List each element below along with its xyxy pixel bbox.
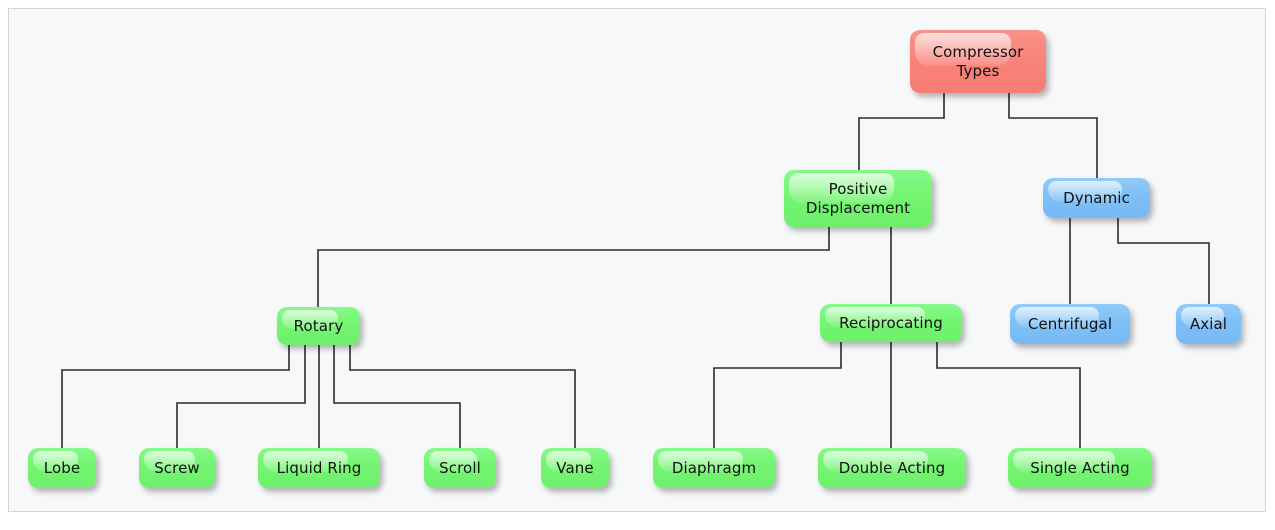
- edge-recip-to-singleact: [936, 342, 1081, 448]
- node-label-rotary: Rotary: [293, 316, 344, 335]
- node-label-screw: Screw: [154, 458, 200, 477]
- node-label-dynamic: Dynamic: [1063, 188, 1130, 207]
- node-axial[interactable]: Axial: [1176, 304, 1241, 344]
- node-label-positive: Positive Displacement: [805, 179, 911, 217]
- node-label-liquidring: Liquid Ring: [276, 458, 362, 477]
- node-centrifugal[interactable]: Centrifugal: [1010, 304, 1130, 344]
- node-rotary[interactable]: Rotary: [277, 307, 360, 345]
- node-positive[interactable]: Positive Displacement: [784, 170, 932, 227]
- node-label-singleact: Single Acting: [1030, 458, 1130, 477]
- edge-root-to-positive: [858, 93, 945, 170]
- node-singleact[interactable]: Single Acting: [1008, 448, 1152, 488]
- node-label-recip: Reciprocating: [839, 313, 943, 332]
- node-label-diaphragm: Diaphragm: [671, 458, 757, 477]
- node-label-lobe: Lobe: [43, 458, 81, 477]
- node-vane[interactable]: Vane: [541, 448, 609, 488]
- node-liquidring[interactable]: Liquid Ring: [258, 448, 380, 488]
- node-lobe[interactable]: Lobe: [28, 448, 96, 488]
- edge-recip-to-diaphragm: [713, 342, 842, 448]
- edge-root-to-dynamic: [1008, 93, 1098, 178]
- node-label-scroll: Scroll: [439, 458, 481, 477]
- node-scroll[interactable]: Scroll: [424, 448, 496, 488]
- edge-rotary-to-lobe: [61, 345, 290, 448]
- node-label-root: Compressor Types: [932, 42, 1024, 80]
- node-root[interactable]: Compressor Types: [910, 30, 1046, 93]
- edge-rotary-to-screw: [176, 345, 306, 448]
- edge-rotary-to-vane: [349, 345, 576, 448]
- node-label-centrifugal: Centrifugal: [1027, 314, 1113, 333]
- node-label-axial: Axial: [1189, 314, 1228, 333]
- node-doubleact[interactable]: Double Acting: [818, 448, 966, 488]
- edge-dynamic-to-axial: [1117, 218, 1210, 304]
- node-diaphragm[interactable]: Diaphragm: [653, 448, 775, 488]
- node-label-doubleact: Double Acting: [838, 458, 946, 477]
- edge-positive-to-rotary: [317, 227, 830, 307]
- node-recip[interactable]: Reciprocating: [820, 304, 962, 342]
- edge-rotary-to-scroll: [333, 345, 461, 448]
- node-dynamic[interactable]: Dynamic: [1043, 178, 1150, 218]
- node-label-vane: Vane: [556, 458, 594, 477]
- node-screw[interactable]: Screw: [139, 448, 215, 488]
